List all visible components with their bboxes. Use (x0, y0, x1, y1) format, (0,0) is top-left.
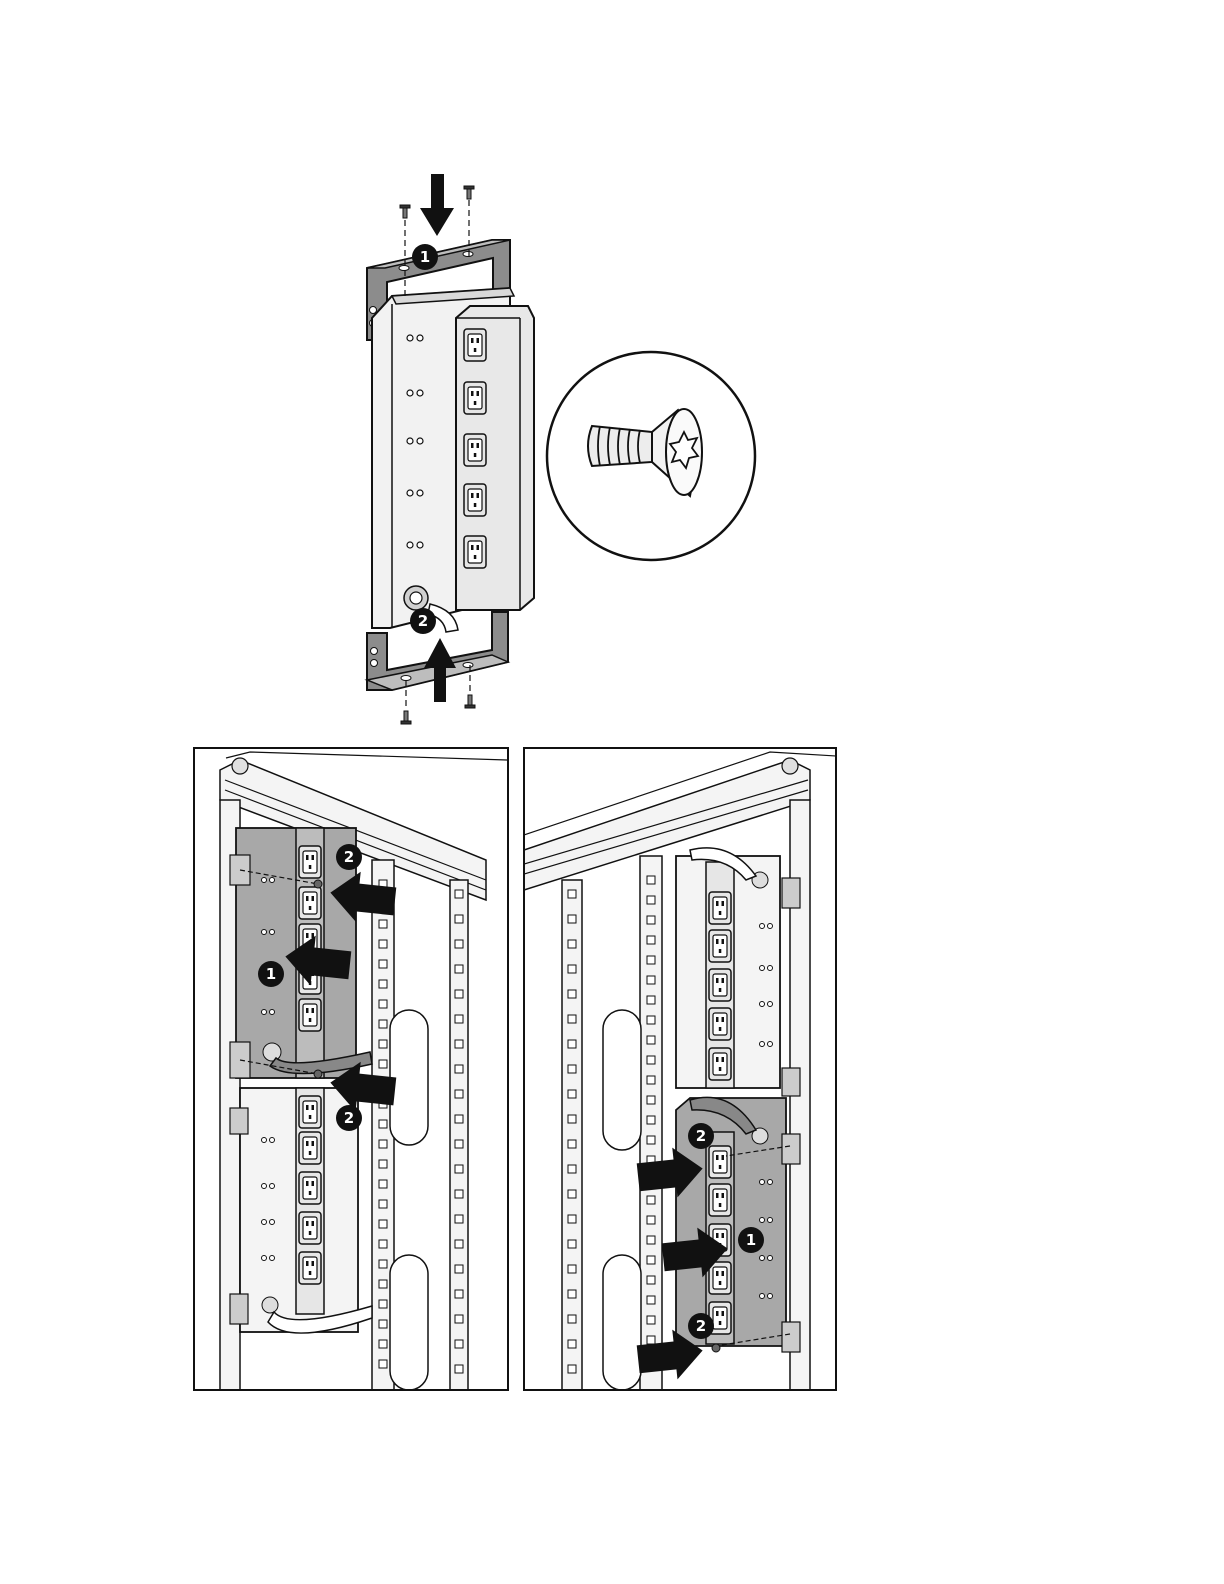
callout-2: 2 (336, 844, 362, 870)
left-install-panel: 2 1 2 (194, 748, 508, 1390)
power-outlet (709, 930, 731, 962)
power-outlet (709, 892, 731, 924)
power-outlet (299, 999, 321, 1031)
power-outlet (709, 1262, 731, 1294)
svg-text:2: 2 (696, 1127, 706, 1145)
svg-text:2: 2 (344, 1109, 354, 1127)
svg-text:2: 2 (418, 612, 428, 630)
pdu-body (372, 288, 534, 632)
power-outlet (299, 1132, 321, 1164)
right-install-panel: 2 1 2 (524, 748, 836, 1390)
screw-icon (400, 205, 410, 218)
power-outlet (709, 1146, 731, 1178)
pdu-top-assembly: 1 2 (367, 174, 755, 724)
power-outlet (299, 887, 321, 919)
power-outlet (464, 536, 486, 568)
down-arrow-icon (420, 174, 454, 236)
power-outlet (709, 1008, 731, 1040)
power-outlet (464, 382, 486, 414)
callout-1: 1 (738, 1227, 764, 1253)
power-outlet (299, 1096, 321, 1128)
power-outlet (464, 329, 486, 361)
svg-text:1: 1 (266, 965, 276, 983)
screw-detail-magnifier (547, 352, 755, 560)
svg-text:2: 2 (696, 1317, 706, 1335)
power-outlet (464, 434, 486, 466)
callout-1: 1 (412, 244, 438, 270)
screw-icon (464, 186, 474, 199)
svg-text:1: 1 (746, 1231, 756, 1249)
power-outlet (299, 1252, 321, 1284)
callout-2: 2 (336, 1105, 362, 1131)
power-outlet (709, 1184, 731, 1216)
callout-2: 2 (688, 1123, 714, 1149)
svg-text:2: 2 (344, 848, 354, 866)
power-outlet (299, 1212, 321, 1244)
callout-2: 2 (410, 608, 436, 634)
power-outlet (299, 846, 321, 878)
power-outlet (464, 484, 486, 516)
power-outlet (709, 1048, 731, 1080)
callout-2: 2 (688, 1313, 714, 1339)
svg-text:1: 1 (420, 248, 430, 266)
power-outlet (299, 1172, 321, 1204)
screw-icon (401, 711, 411, 724)
screw-icon (465, 695, 475, 708)
callout-1: 1 (258, 961, 284, 987)
power-outlet (709, 969, 731, 1001)
